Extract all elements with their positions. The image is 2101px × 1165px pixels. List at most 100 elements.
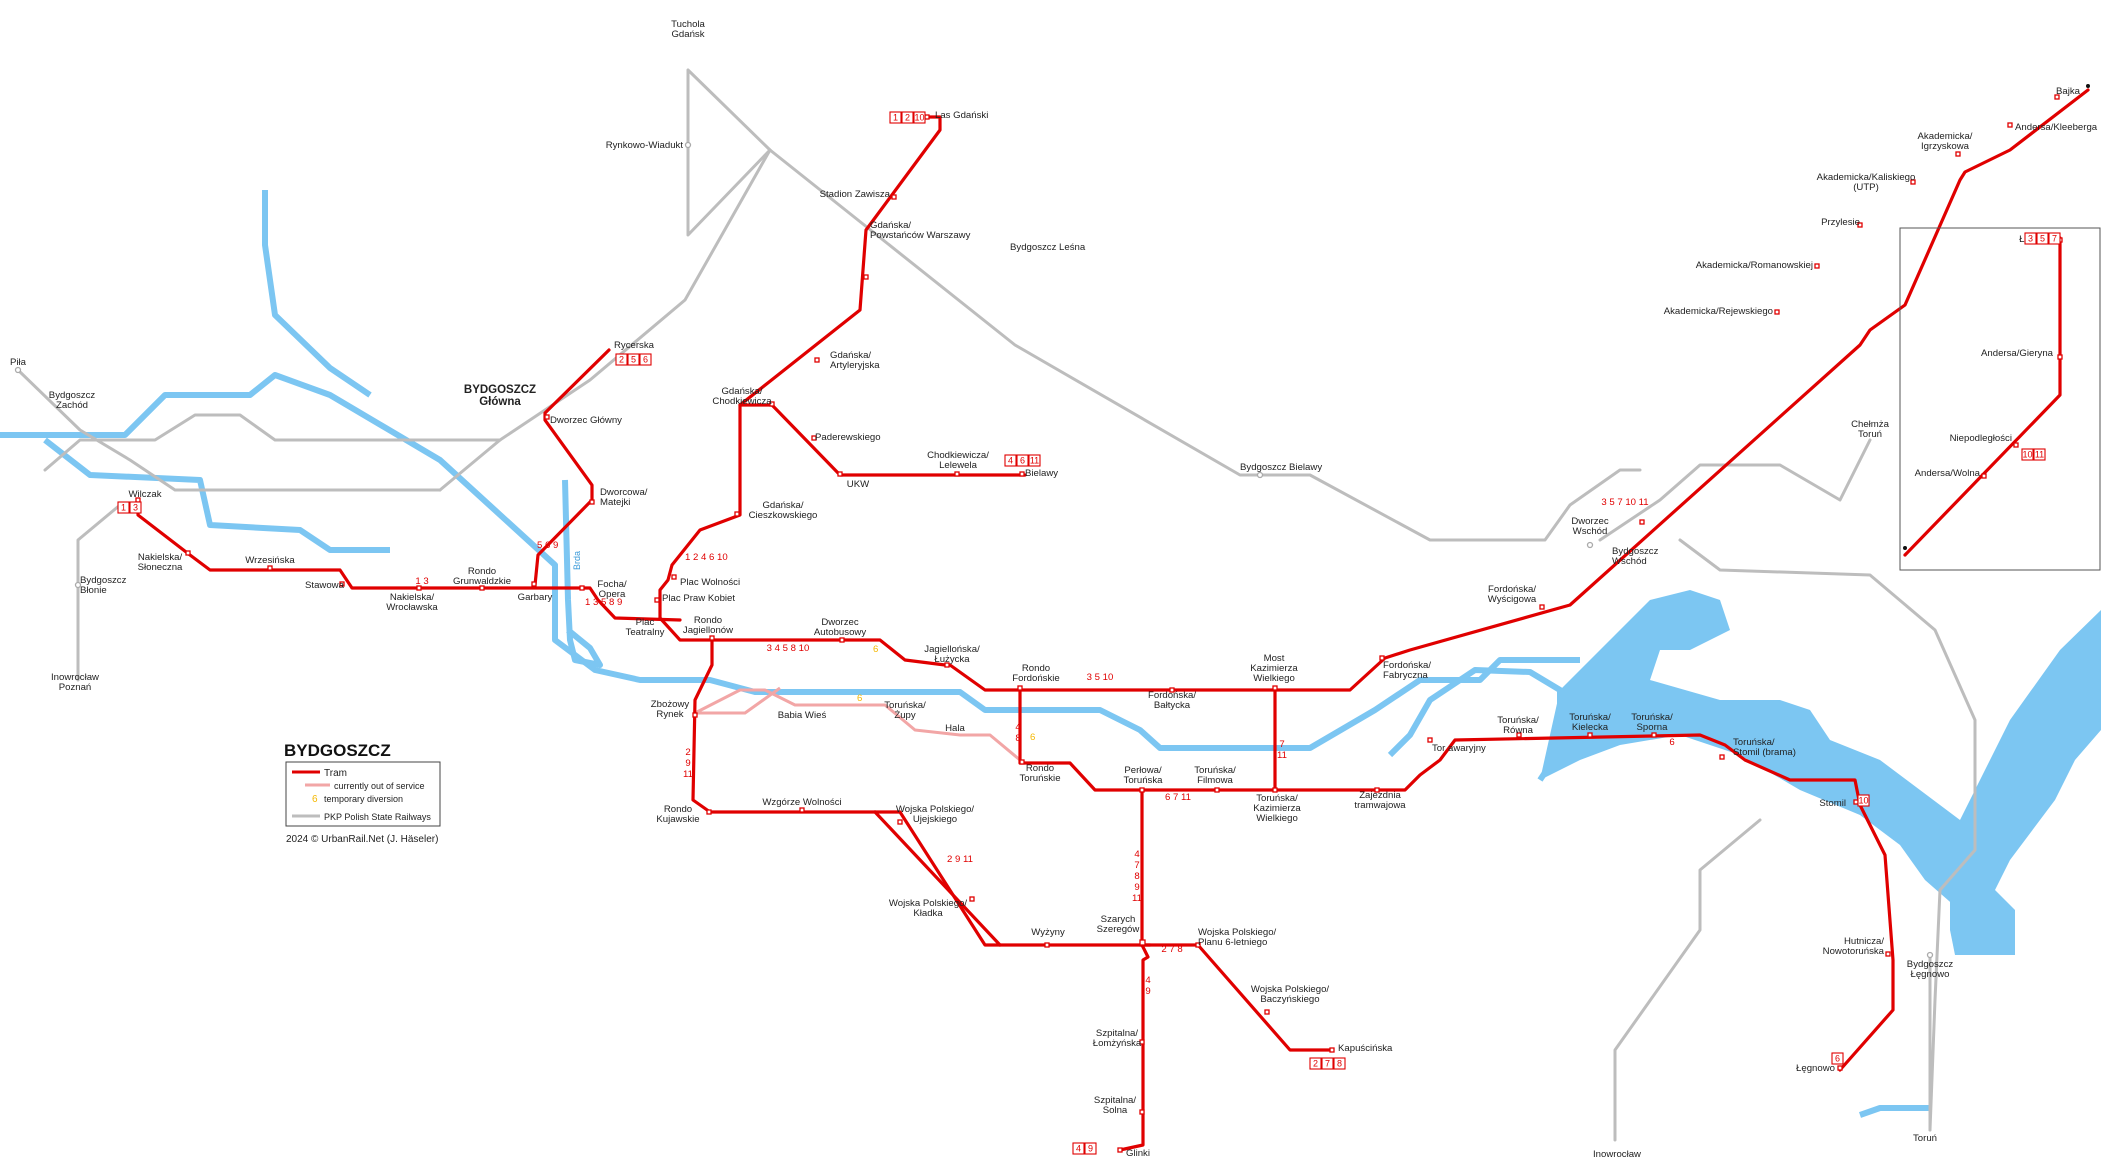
label-las-gdanski: Las Gdański xyxy=(935,110,988,121)
badge-box xyxy=(901,111,914,124)
label-wrzesinska: Wrzesińska xyxy=(245,555,295,566)
badge-number: 1 xyxy=(121,503,126,513)
label-wp-kladka: Wojska Polskiego/Kładka xyxy=(889,898,968,919)
label-perlowa-torunska: Perłowa/Toruńska xyxy=(1124,765,1164,786)
label-babia-wies: Babia Wieś xyxy=(778,710,827,721)
label-torunska-sporna: Toruńska/Sporna xyxy=(1631,712,1673,733)
badge-box xyxy=(2024,232,2037,245)
tram-layer xyxy=(136,88,2090,1152)
label-paderewskiego: Paderewskiego xyxy=(815,432,881,443)
label-wp-ujejskiego: Wojska Polskiego/Ujejskiego xyxy=(896,804,975,825)
label-wp-planu: Wojska Polskiego/Planu 6-letniego xyxy=(1198,927,1277,948)
label-bielawy: Bielawy xyxy=(1025,468,1058,479)
badge-number: 7 xyxy=(2052,234,2057,244)
badge-number: 7 xyxy=(1325,1059,1330,1069)
label-stadion-zawisza: Stadion Zawisza xyxy=(820,189,891,200)
rail-wschod-south xyxy=(1678,538,1977,1132)
label-focha-opera: Focha/Opera xyxy=(597,579,627,600)
label-stawowa: Stawowa xyxy=(305,580,345,591)
badge-box xyxy=(1084,1142,1097,1155)
badge-box xyxy=(1831,1052,1844,1065)
legend-diversion: temporary diversion xyxy=(324,794,403,804)
river-label: Brda xyxy=(572,551,582,570)
legend-diversion-mark: 6 xyxy=(312,794,318,805)
label-torun: Toruń xyxy=(1913,1133,1937,1144)
label-wschod-col: 3 5 7 10 11 xyxy=(1601,497,1648,508)
badge-box xyxy=(1333,1057,1346,1070)
label-gdanska-artyleryjska: Gdańska/Artyleryjska xyxy=(830,350,880,371)
badge-number: 6 xyxy=(1020,456,1025,466)
badge-number: 11 xyxy=(1030,456,1039,466)
copyright: 2024 © UrbanRail.Net (J. Häseler) xyxy=(286,834,438,845)
label-fordonska-baltycka: Fordońska/Bałtycka xyxy=(1148,690,1196,711)
label-akademicka-rejewskiego: Akademicka/Rejewskiego xyxy=(1664,306,1773,317)
badge-number: 6 xyxy=(643,355,648,365)
label-plac-praw-kobiet: Plac Praw Kobiet xyxy=(662,593,735,604)
label-andersa-wolna: Andersa/Wolna xyxy=(1915,468,1981,479)
badge-box xyxy=(2048,232,2061,245)
label-gdanska-powstancow: Gdańska/Powstańców Warszawy xyxy=(870,220,971,241)
badge-number: 1 xyxy=(893,113,898,123)
label-dworzec-glowny: Dworzec Główny xyxy=(550,415,622,426)
label-fordonska: 3 5 10 xyxy=(1087,672,1114,683)
badge-number: 11 xyxy=(2035,450,2044,460)
label-przylesie: Przylesie xyxy=(1821,217,1860,228)
rail-blonie xyxy=(76,503,122,682)
rail-chelmza xyxy=(1598,438,1872,542)
river-brda-north xyxy=(262,190,372,398)
badge-box xyxy=(1016,454,1029,467)
badge-number: 6 xyxy=(1835,1054,1840,1064)
label-akademicka-igrzyskowa: Akademicka/Igrzyskowa xyxy=(1918,131,1973,152)
label-wp-kladka: 2 9 11 xyxy=(947,854,973,865)
water-layer xyxy=(0,190,2101,1118)
label-rycerska: Rycerska xyxy=(614,340,655,351)
label-szarych-right: 2 7 8 xyxy=(1161,944,1182,955)
badge-box xyxy=(913,111,926,124)
badge-number: 2 xyxy=(1313,1059,1318,1069)
label-akademicka-kaliskiego: Akademicka/Kaliskiego(UTP) xyxy=(1817,172,1916,193)
badge-box xyxy=(639,353,652,366)
label-wyzyny: Wyżyny xyxy=(1031,927,1065,938)
label-jagiellonska: 3 4 5 8 10 xyxy=(767,643,810,654)
lake-south xyxy=(1950,880,2015,955)
badge-number: 9 xyxy=(1088,1144,1093,1154)
tram-stops xyxy=(135,84,2090,1153)
legend-pkp: PKP Polish State Railways xyxy=(324,812,431,822)
canal-branch-west xyxy=(43,437,390,553)
label-pila: Piła xyxy=(10,357,27,368)
label-szpitalna-solna: Szpitalna/Solna xyxy=(1094,1095,1136,1116)
rail-stops xyxy=(14,141,1934,959)
badge-box xyxy=(117,501,130,514)
label-ukw: UKW xyxy=(847,479,870,490)
tram-torunska xyxy=(1018,688,1895,1072)
tram-szarych xyxy=(1138,943,1332,1052)
label-tor-awaryjny: Tor awaryjny xyxy=(1432,743,1486,754)
tram-fordon-branch xyxy=(1903,236,2062,557)
badge-legnowo: 6 xyxy=(1831,1052,1844,1065)
label-stomil-row: 6 xyxy=(1669,737,1674,748)
label-torunska-kielecka: Toruńska/Kielecka xyxy=(1569,712,1611,733)
badge-box xyxy=(615,353,628,366)
badge-box xyxy=(2036,232,2049,245)
badge-box xyxy=(2033,448,2046,461)
tram-gdanska-north xyxy=(738,115,942,407)
